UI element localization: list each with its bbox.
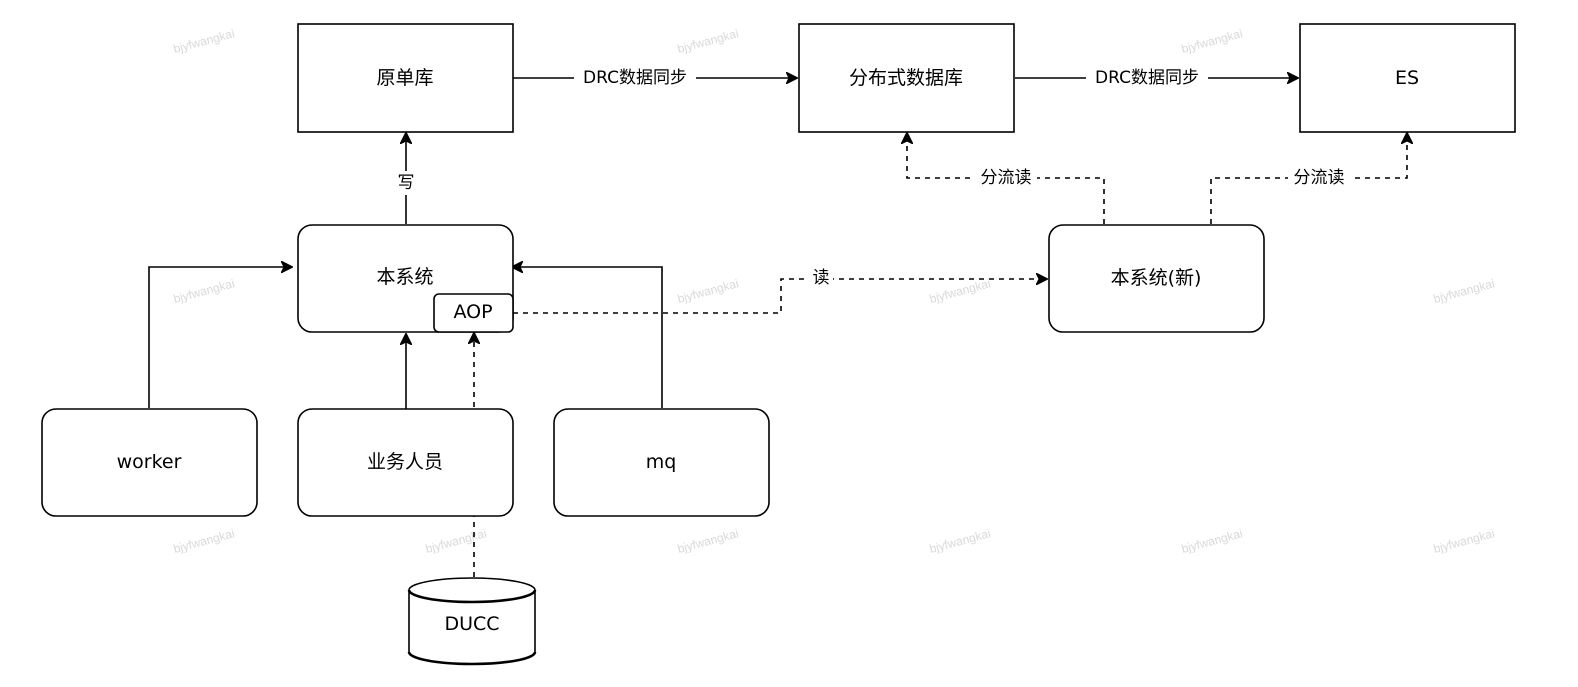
node-es-label: ES [1395,67,1419,89]
node-worker[interactable]: worker [41,408,258,517]
node-system-new[interactable]: 本系统(新) [1048,224,1265,333]
edge-label-drc-sync-1: DRC数据同步 [583,68,687,88]
node-ducc-label: DUCC [444,613,499,635]
edge-mq-to-system [512,267,663,408]
node-es[interactable]: ES [1299,23,1516,133]
node-system-label: 本系统 [376,266,433,288]
node-system-new-label: 本系统(新) [1111,267,1202,289]
node-ducc-cylinder[interactable]: DUCC [407,577,537,666]
node-dist-db-label: 分布式数据库 [849,67,963,89]
edge-worker-to-system [148,267,292,408]
edge-label-shunt-read-2: 分流读 [1294,168,1345,188]
node-mq-label: mq [646,451,677,473]
edge-label-drc-sync-2: DRC数据同步 [1095,68,1199,88]
edge-aop-read-system-new [513,279,1047,314]
node-worker-label: worker [117,451,182,473]
edge-label-shunt-read-1: 分流读 [981,168,1032,188]
node-aop[interactable]: AOP [433,293,514,333]
node-staff[interactable]: 业务人员 [297,408,514,517]
node-orig-db-label: 原单库 [376,67,433,89]
edge-label-read: 读 [813,268,830,288]
node-mq[interactable]: mq [553,408,770,517]
node-aop-label: AOP [453,301,492,323]
edge-label-write: 写 [398,173,415,193]
node-dist-db[interactable]: 分布式数据库 [798,23,1015,133]
node-orig-db[interactable]: 原单库 [297,23,514,133]
node-staff-label: 业务人员 [367,451,443,473]
